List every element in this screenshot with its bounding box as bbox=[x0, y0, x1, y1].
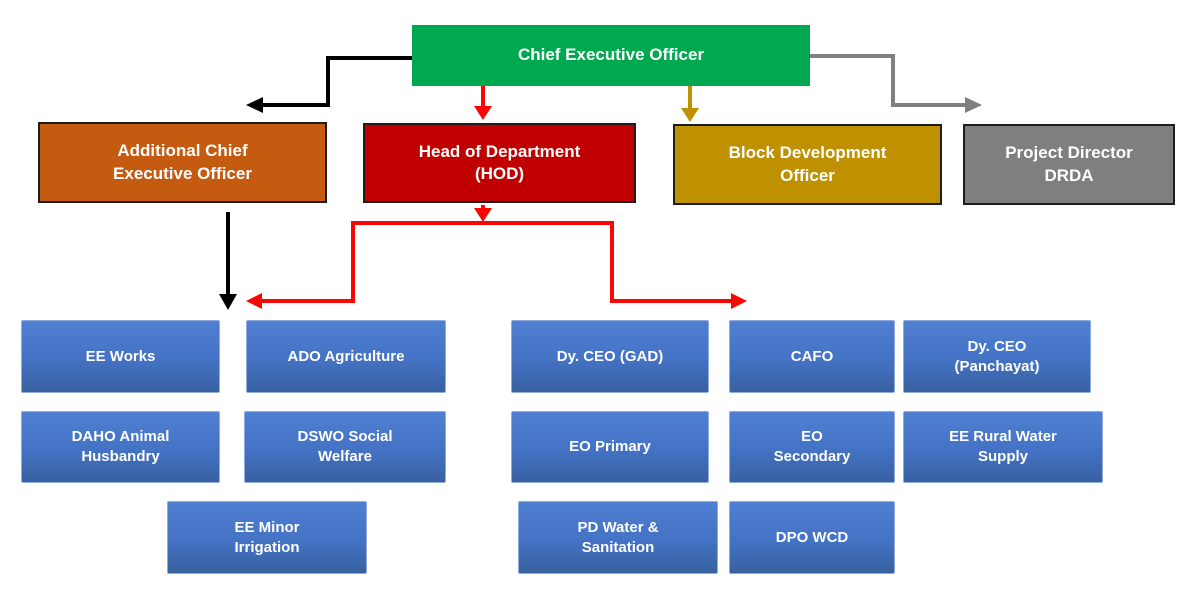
arrow-ceo-to-pd-drda bbox=[810, 54, 982, 113]
node-dswo-social-welfare: DSWO Social Welfare bbox=[244, 411, 446, 483]
arrow-aceo-to-departments bbox=[219, 212, 237, 310]
node-daho-animal-husbandry: DAHO Animal Husbandry bbox=[21, 411, 220, 483]
arrow-branch-right bbox=[353, 221, 747, 309]
arrow-ceo-to-aceo bbox=[246, 56, 412, 113]
node-ee-works: EE Works bbox=[21, 320, 220, 393]
node-pd-water-sanitation: PD Water & Sanitation bbox=[518, 501, 718, 574]
node-ado-agriculture: ADO Agriculture bbox=[246, 320, 446, 393]
node-project-director-drda: Project Director DRDA bbox=[963, 124, 1175, 205]
node-dy-ceo-gad: Dy. CEO (GAD) bbox=[511, 320, 709, 393]
node-chief-executive-officer: Chief Executive Officer bbox=[412, 25, 810, 86]
arrow-hod-to-branch bbox=[474, 205, 492, 222]
node-head-of-department: Head of Department (HOD) bbox=[363, 123, 636, 203]
arrow-ceo-to-hod bbox=[474, 86, 492, 120]
node-dpo-wcd: DPO WCD bbox=[729, 501, 895, 574]
node-cafo: CAFO bbox=[729, 320, 895, 393]
node-dy-ceo-panchayat: Dy. CEO (Panchayat) bbox=[903, 320, 1091, 393]
node-additional-chief-executive-officer: Additional Chief Executive Officer bbox=[38, 122, 327, 203]
arrow-branch-left bbox=[246, 221, 612, 309]
node-eo-secondary: EO Secondary bbox=[729, 411, 895, 483]
node-ee-minor-irrigation: EE Minor Irrigation bbox=[167, 501, 367, 574]
node-block-development-officer: Block Development Officer bbox=[673, 124, 942, 205]
node-ee-rural-water-supply: EE Rural Water Supply bbox=[903, 411, 1103, 483]
arrow-ceo-to-bdo bbox=[681, 86, 699, 122]
node-eo-primary: EO Primary bbox=[511, 411, 709, 483]
